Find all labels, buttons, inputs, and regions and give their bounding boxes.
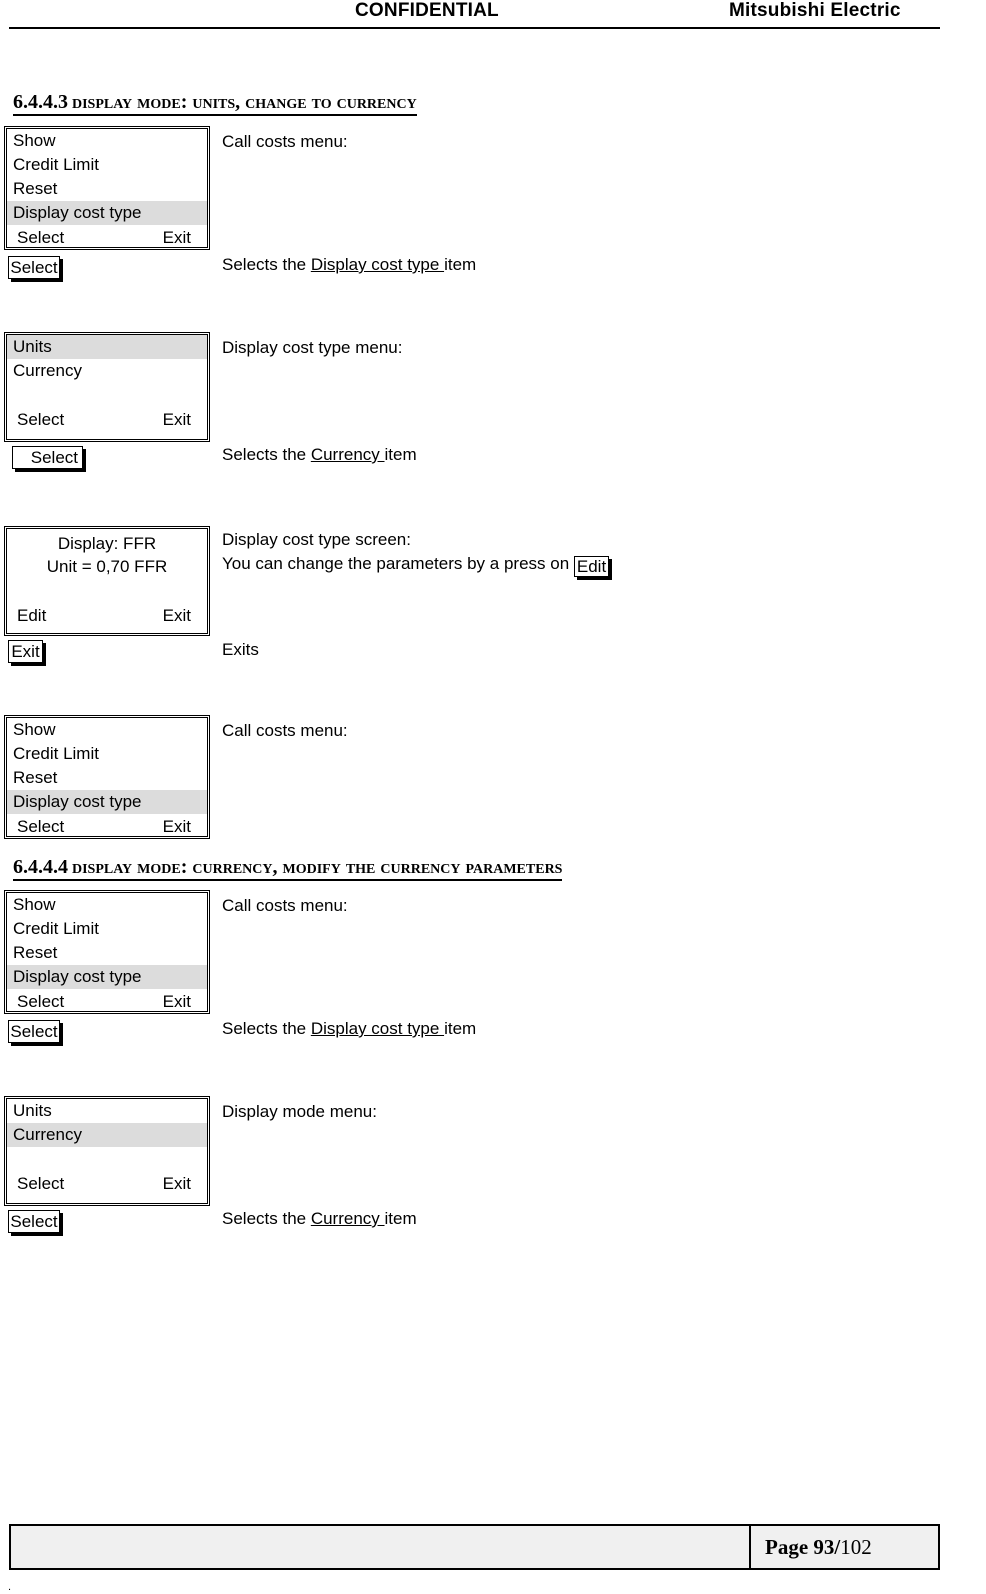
- annot-text-post: item: [384, 445, 417, 464]
- softkey-select[interactable]: Select: [17, 817, 65, 836]
- menu-item-currency[interactable]: Currency: [7, 1123, 207, 1147]
- softkey-bar: Select Exit: [7, 989, 207, 1015]
- menu-item-credit-limit[interactable]: Credit Limit: [13, 744, 99, 763]
- softkey-exit[interactable]: Exit: [162, 228, 191, 247]
- screen-row-empty: [7, 579, 207, 603]
- softkey-bar: Select Exit: [7, 814, 207, 840]
- caption-call-costs-menu-1: Call costs menu:: [222, 132, 348, 151]
- softkey-exit[interactable]: Exit: [162, 606, 191, 625]
- menu-item-reset[interactable]: Reset: [13, 943, 58, 962]
- menu-item-show[interactable]: Show: [13, 895, 56, 914]
- menu-row-empty: [7, 1147, 207, 1171]
- annotation-change-parameters: You can change the parameters by a press…: [222, 552, 610, 577]
- key-select-1[interactable]: Select: [8, 256, 60, 279]
- panel-call-costs-3[interactable]: Show Credit Limit Reset Display cost typ…: [4, 890, 210, 1015]
- annot-link-currency: Currency: [310, 445, 385, 464]
- annot-text-pre: Selects the: [222, 255, 311, 274]
- softkey-edit[interactable]: Edit: [17, 606, 47, 625]
- screen-line-unit-rate: Unit = 0,70 FFR: [46, 557, 168, 576]
- softkey-exit[interactable]: Exit: [162, 992, 191, 1011]
- softkey-select[interactable]: Select: [17, 1174, 65, 1193]
- menu-item-show[interactable]: Show: [13, 720, 56, 739]
- menu-item-display-cost-type[interactable]: Display cost type: [7, 965, 207, 989]
- panel-call-costs-2[interactable]: Show Credit Limit Reset Display cost typ…: [4, 715, 210, 840]
- menu-item-reset[interactable]: Reset: [13, 179, 58, 198]
- annot-link-display-cost-type: Display cost type: [310, 1019, 445, 1038]
- annotation-selects-currency-1: Selects the Currency item: [222, 443, 417, 466]
- annotation-selects-currency-2: Selects the Currency item: [222, 1207, 417, 1230]
- annotation-selects-display-cost-type-2: Selects the Display cost type item: [222, 1017, 476, 1040]
- header-rule: [9, 27, 940, 29]
- caption-display-cost-type-screen: Display cost type screen:: [222, 530, 411, 549]
- menu-item-display-cost-type[interactable]: Display cost type: [7, 201, 207, 225]
- menu-item-currency[interactable]: Currency: [13, 361, 82, 380]
- softkey-select[interactable]: Select: [17, 992, 65, 1011]
- annot-link-currency: Currency: [310, 1209, 385, 1228]
- page-label: Page 93/: [765, 1535, 841, 1559]
- softkey-bar: Select Exit: [7, 225, 207, 251]
- section-number: 6.4.4.3: [13, 91, 68, 113]
- menu-item-credit-limit[interactable]: Credit Limit: [13, 155, 99, 174]
- section-heading-6-4-4-4: 6.4.4.4Display mode: currency, modify th…: [13, 856, 563, 881]
- caption-display-mode-menu: Display mode menu:: [222, 1102, 377, 1121]
- annot-text-post: item: [384, 1209, 417, 1228]
- annot-text-pre: Selects the: [222, 1019, 311, 1038]
- annot-link-display-cost-type: Display cost type: [310, 255, 445, 274]
- document-end-mark: .: [8, 1581, 12, 1593]
- key-select-4[interactable]: Select: [8, 1210, 60, 1233]
- key-exit-1[interactable]: Exit: [8, 640, 43, 663]
- softkey-select[interactable]: Select: [17, 410, 65, 429]
- screen-line-display-currency: Display: FFR: [57, 534, 157, 553]
- menu-item-units[interactable]: Units: [7, 335, 207, 359]
- panel-display-cost-type-screen[interactable]: Display: FFR Unit = 0,70 FFR Edit Exit: [4, 526, 210, 636]
- softkey-bar: Edit Exit: [7, 603, 207, 629]
- section-title: Display mode: currency, modify the curre…: [72, 856, 563, 878]
- caption-call-costs-menu-2: Call costs menu:: [222, 721, 348, 740]
- annotation-exits: Exits: [222, 640, 259, 659]
- annot-text-pre: Selects the: [222, 445, 311, 464]
- panel-display-cost-type-1[interactable]: Units Currency Select Exit: [4, 332, 210, 442]
- panel-display-mode-menu[interactable]: Units Currency Select Exit: [4, 1096, 210, 1206]
- annot-text-post: item: [444, 255, 477, 274]
- softkey-exit[interactable]: Exit: [162, 410, 191, 429]
- page-header: CONFIDENTIAL Mitsubishi Electric: [0, 0, 986, 34]
- caption-display-cost-type-menu: Display cost type menu:: [222, 338, 403, 357]
- menu-item-reset[interactable]: Reset: [13, 768, 58, 787]
- softkey-bar: Select Exit: [7, 407, 207, 433]
- header-confidential-label: CONFIDENTIAL: [355, 0, 499, 21]
- softkey-bar: Select Exit: [7, 1171, 207, 1197]
- section-heading-6-4-4-3: 6.4.4.3Display mode: units, change to cu…: [13, 92, 417, 116]
- footer-page-number: Page 93/102: [751, 1526, 938, 1568]
- panel-call-costs-1[interactable]: Show Credit Limit Reset Display cost typ…: [4, 126, 210, 251]
- page-footer: Page 93/102: [9, 1524, 940, 1570]
- menu-item-display-cost-type[interactable]: Display cost type: [7, 790, 207, 814]
- menu-row-empty: [7, 383, 207, 407]
- annot-text-pre: You can change the parameters by a press…: [222, 554, 574, 573]
- caption-call-costs-menu-3: Call costs menu:: [222, 896, 348, 915]
- menu-item-credit-limit[interactable]: Credit Limit: [13, 919, 99, 938]
- key-select-3[interactable]: Select: [8, 1020, 60, 1043]
- menu-item-show[interactable]: Show: [13, 131, 56, 150]
- section-number: 6.4.4.4: [13, 856, 68, 878]
- key-select-2[interactable]: Select: [12, 446, 83, 469]
- section-title: Display mode: units, change to currency: [72, 91, 417, 113]
- key-edit-inline[interactable]: Edit: [573, 556, 610, 577]
- annot-text-post: item: [444, 1019, 477, 1038]
- footer-left-cell: [11, 1526, 751, 1568]
- menu-item-units[interactable]: Units: [13, 1101, 52, 1120]
- softkey-exit[interactable]: Exit: [162, 1174, 191, 1193]
- annotation-selects-display-cost-type-1: Selects the Display cost type item: [222, 253, 476, 276]
- softkey-exit[interactable]: Exit: [162, 817, 191, 836]
- softkey-select[interactable]: Select: [17, 228, 65, 247]
- page-total: 102: [840, 1535, 872, 1559]
- annot-text-pre: Selects the: [222, 1209, 311, 1228]
- header-company-label: Mitsubishi Electric: [729, 0, 901, 21]
